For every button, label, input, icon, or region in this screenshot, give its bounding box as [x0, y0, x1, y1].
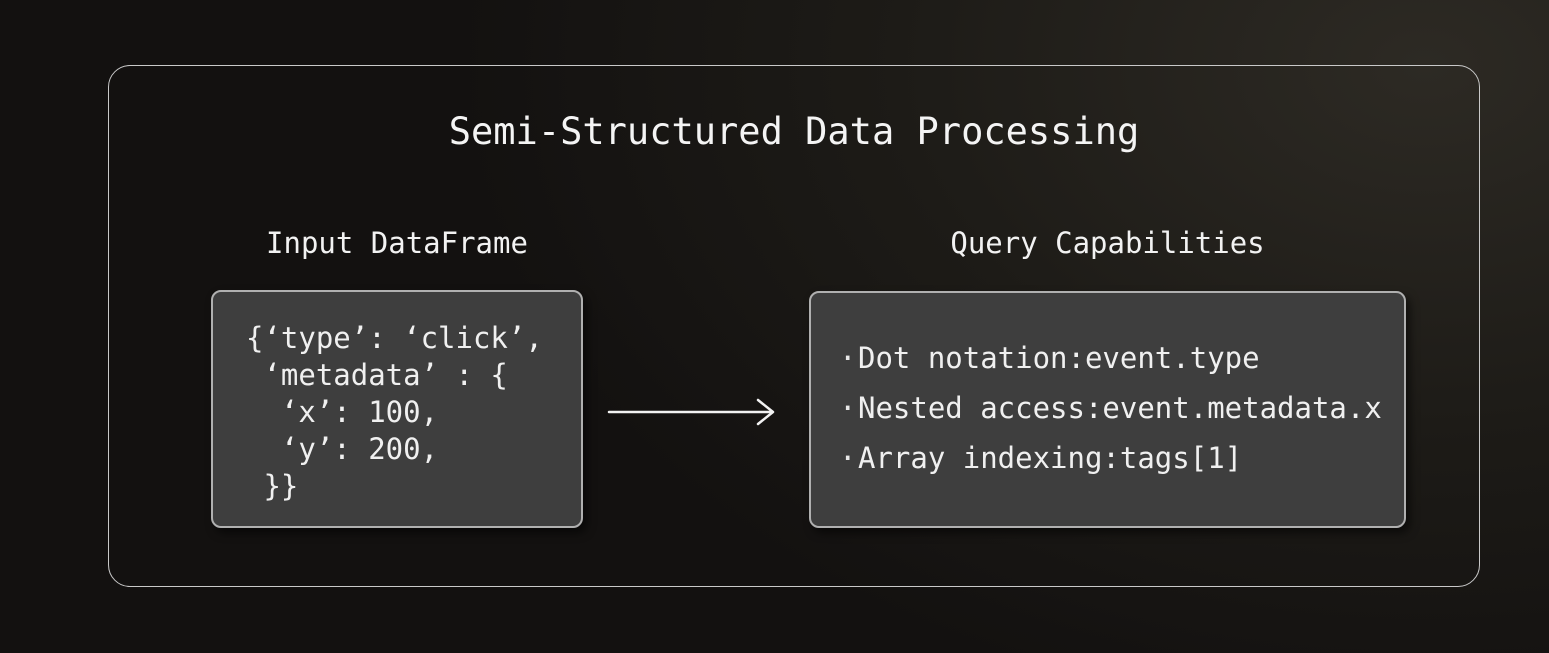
input-dataframe-box: {‘type’: ‘click’, ‘metadata’ : { ‘x’: 10… [211, 290, 583, 528]
flow-arrow-icon [607, 398, 775, 426]
bullet-text: Dot notation:event.type [858, 341, 1260, 375]
bullet-item: · Array indexing:tags[1] [839, 433, 1404, 483]
left-column-label: Input DataFrame [266, 226, 528, 260]
query-capabilities-box: · Dot notation:event.type · Nested acces… [809, 291, 1406, 528]
right-column-label: Query Capabilities [950, 226, 1265, 260]
bullet-item: · Nested access:event.metadata.x [839, 383, 1404, 433]
bullet-item: · Dot notation:event.type [839, 333, 1404, 383]
bullet-text: Nested access:event.metadata.x [858, 391, 1382, 425]
bullet-icon: · [839, 341, 857, 375]
diagram-title: Semi-Structured Data Processing [448, 110, 1140, 153]
outer-panel: Semi-Structured Data Processing Input Da… [108, 65, 1480, 587]
bullet-icon: · [839, 441, 857, 475]
bullet-icon: · [839, 391, 857, 425]
input-dataframe-code: {‘type’: ‘click’, ‘metadata’ : { ‘x’: 10… [246, 321, 543, 503]
bullet-text: Array indexing:tags[1] [858, 441, 1243, 475]
